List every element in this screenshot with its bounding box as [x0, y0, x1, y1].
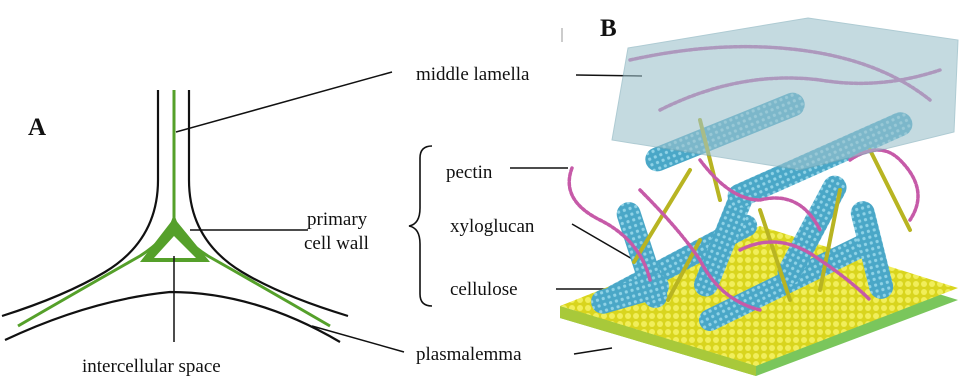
cell-wall-outline-left	[2, 90, 158, 316]
middle-lamella-sheet	[612, 18, 958, 170]
label-intercellular-space: intercellular space	[82, 356, 221, 377]
label-middle-lamella: middle lamella	[416, 64, 530, 85]
cell-wall-outline-right	[189, 90, 348, 316]
intercellular-space-junction	[140, 218, 210, 262]
label-cellulose: cellulose	[450, 279, 518, 300]
leader-middle-lamella	[176, 72, 392, 132]
label-plasmalemma: plasmalemma	[416, 344, 522, 365]
label-xyloglucan: xyloglucan	[450, 216, 535, 237]
panel-a-label: A	[28, 114, 46, 141]
leader-plasmalemma-right	[574, 348, 612, 354]
panel-b-illustration: B	[560, 15, 958, 376]
cell-wall-outline-bottom	[5, 292, 340, 342]
leader-plasmalemma	[312, 326, 404, 352]
panel-a-schematic: A primary cell wall intercellular space	[2, 72, 404, 377]
panel-b-label: B	[600, 15, 617, 42]
label-pectin: pectin	[446, 162, 493, 183]
label-primary-line2: cell wall	[304, 233, 369, 254]
middle-lamella-left	[18, 218, 174, 326]
label-primary-line1: primary	[307, 209, 368, 230]
primary-wall-brace	[409, 146, 432, 306]
